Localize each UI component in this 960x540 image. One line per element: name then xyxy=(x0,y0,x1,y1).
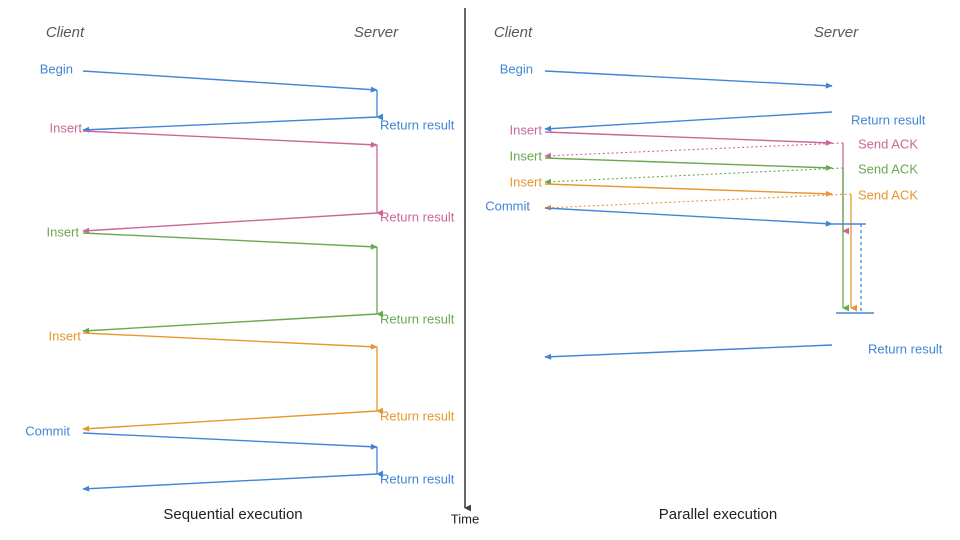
message-arrow xyxy=(82,232,378,250)
lifeline-header-server: Server xyxy=(354,24,399,41)
message-label: Begin xyxy=(40,61,73,76)
message-arrow xyxy=(544,70,833,89)
message-label: Commit xyxy=(485,198,530,213)
message-arrow xyxy=(82,332,378,350)
message-arrow xyxy=(82,410,378,432)
message-label: Return result xyxy=(380,471,455,486)
message-arrow xyxy=(544,111,833,132)
lifeline-header-client: Client xyxy=(494,24,533,41)
message-arrow xyxy=(82,473,378,492)
message-arrow xyxy=(544,183,833,197)
message-arrow xyxy=(544,131,833,146)
message-arrow xyxy=(82,212,378,234)
message-label: Commit xyxy=(25,423,70,438)
message-label: Insert xyxy=(509,174,542,189)
message-label: Return result xyxy=(380,209,455,224)
message-label: Insert xyxy=(509,122,542,137)
message-label: Insert xyxy=(46,224,79,239)
message-arrow xyxy=(544,157,833,171)
message-arrow-ack xyxy=(544,193,852,211)
message-label: Send ACK xyxy=(858,161,918,176)
message-arrow xyxy=(82,313,378,334)
message-arrow xyxy=(82,116,378,133)
lifeline-header-client: Client xyxy=(46,24,85,41)
message-label: Begin xyxy=(500,61,533,76)
panel-caption: Sequential execution xyxy=(163,506,302,523)
panel-caption: Parallel execution xyxy=(659,506,777,523)
lifeline-header-server: Server xyxy=(814,24,859,41)
message-label: Insert xyxy=(48,328,81,343)
message-arrow xyxy=(544,207,833,227)
message-label: Send ACK xyxy=(858,136,918,151)
message-arrow xyxy=(544,344,833,360)
message-arrow xyxy=(82,70,378,93)
message-label: Insert xyxy=(509,148,542,163)
message-label: Return result xyxy=(851,112,926,127)
message-arrow xyxy=(82,130,378,148)
message-label: Return result xyxy=(380,117,455,132)
time-axis-label: Time xyxy=(451,511,479,526)
message-arrow-ack xyxy=(544,142,844,159)
message-arrow-ack xyxy=(544,167,844,185)
message-label: Return result xyxy=(380,408,455,423)
message-label: Send ACK xyxy=(858,187,918,202)
message-arrow xyxy=(82,432,378,450)
message-label: Return result xyxy=(380,311,455,326)
message-label: Insert xyxy=(49,120,82,135)
message-label: Return result xyxy=(868,341,943,356)
